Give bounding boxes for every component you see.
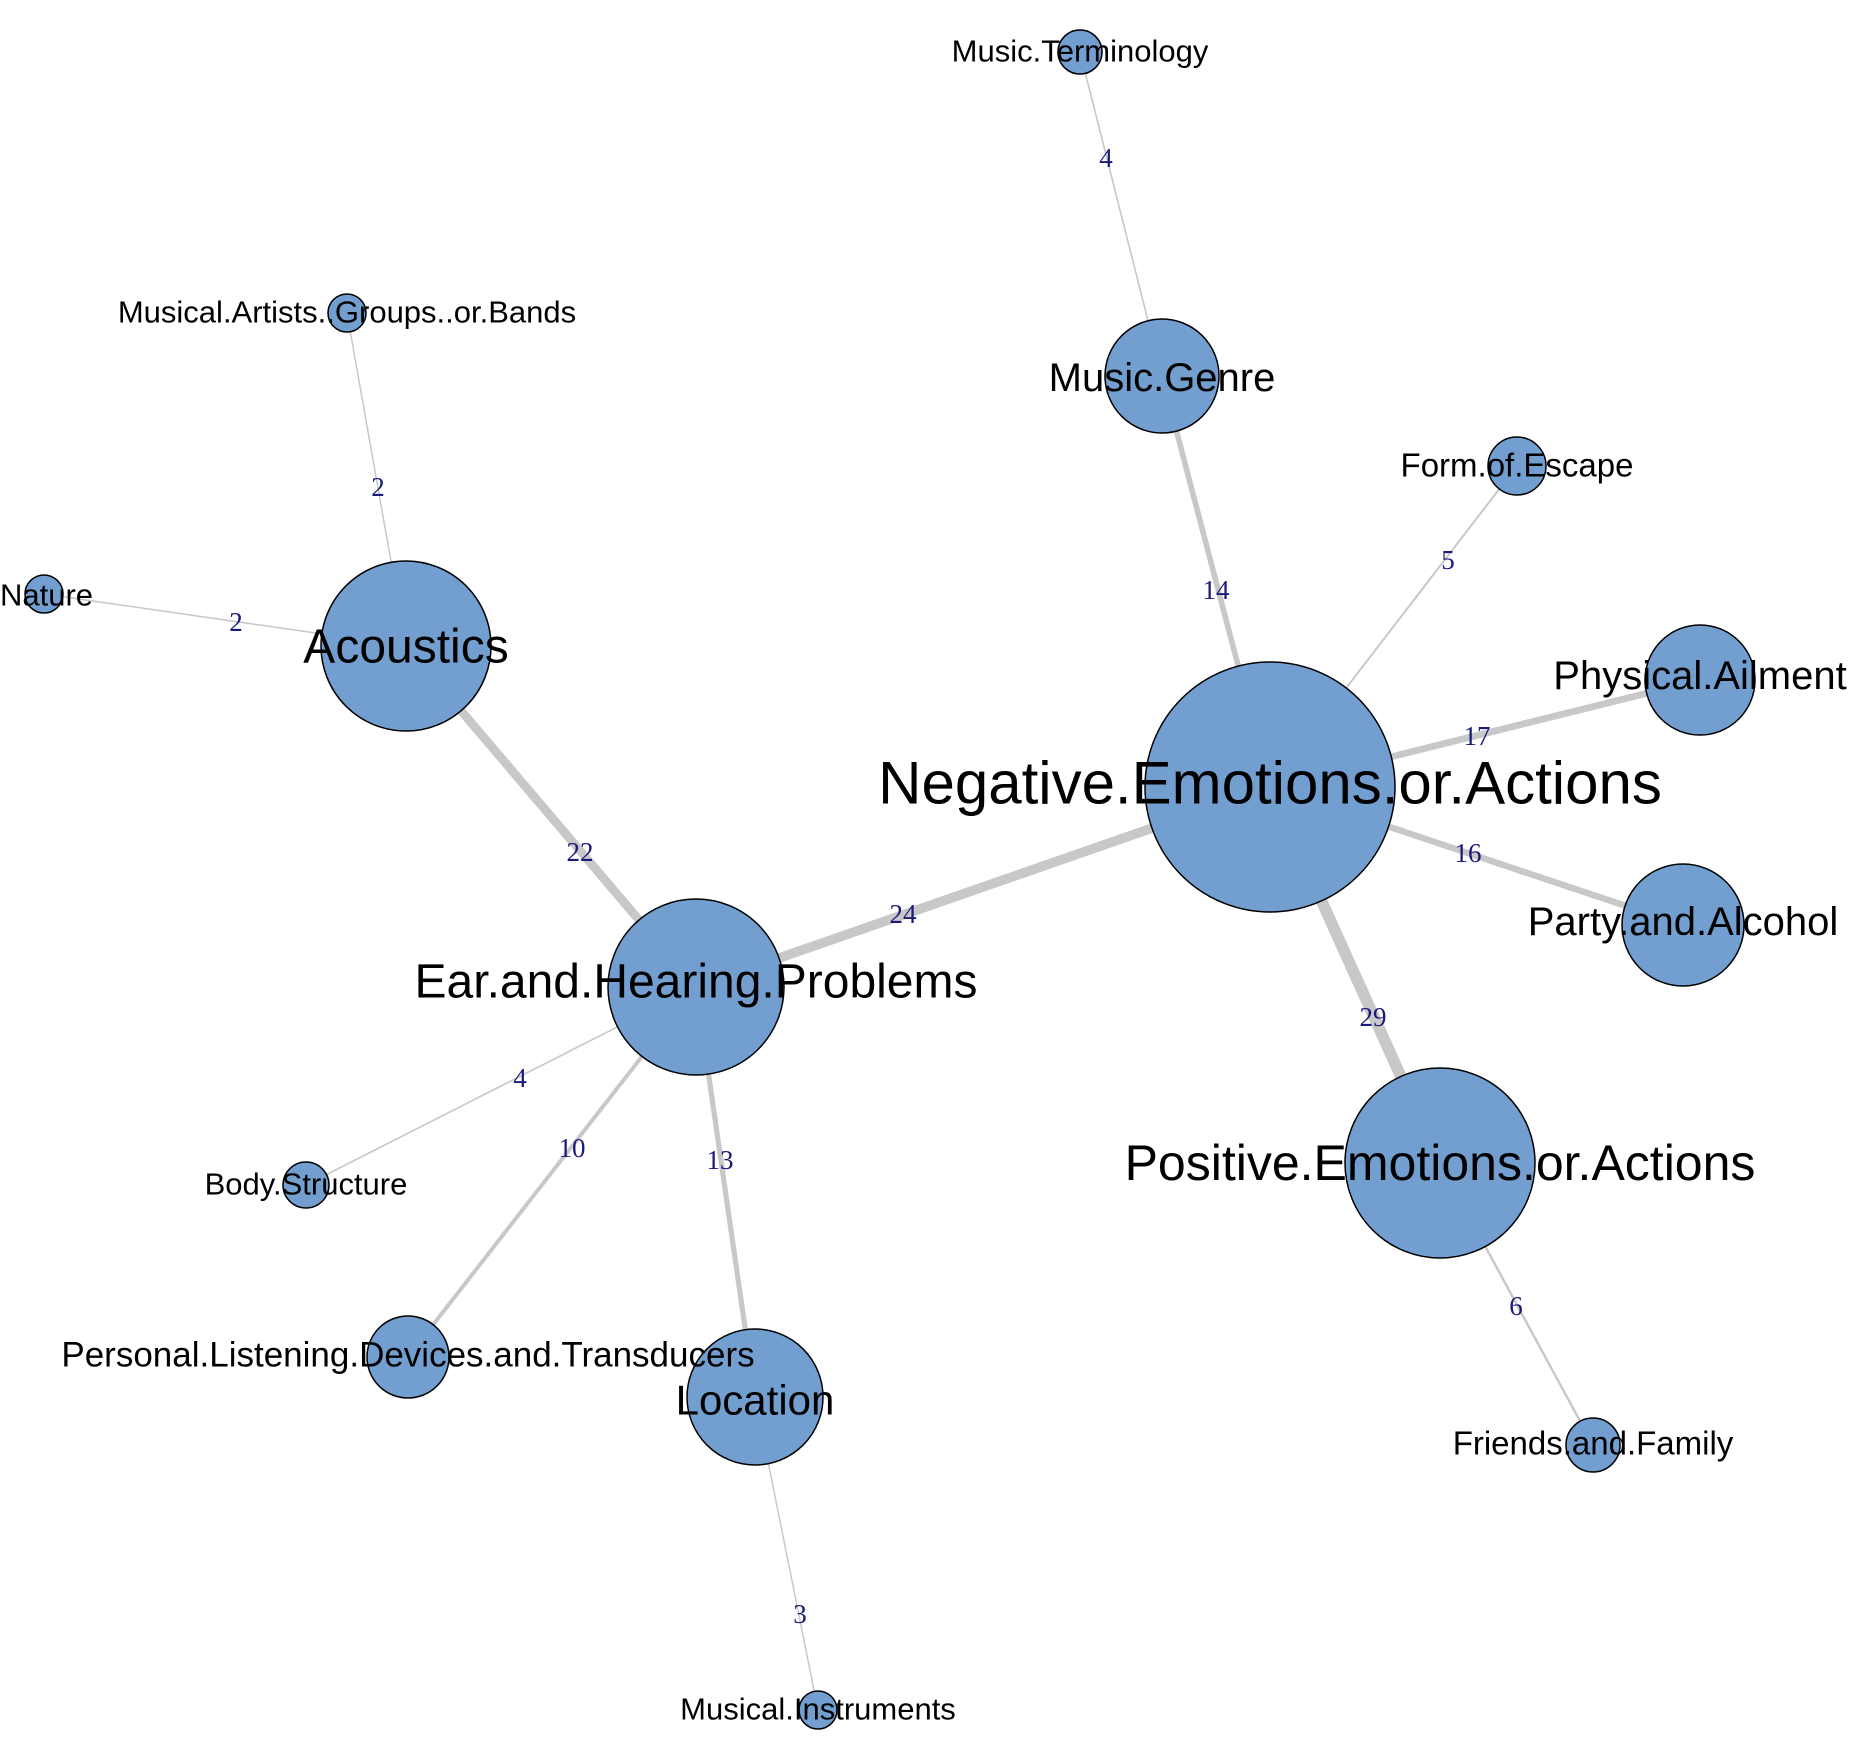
- edge-weight-label: 3: [793, 1599, 807, 1629]
- edge-weight-label: 13: [707, 1145, 734, 1175]
- node-label-aco: Acoustics: [303, 621, 508, 674]
- node-mag: [327, 293, 367, 333]
- edge-weight-label: 4: [513, 1063, 527, 1093]
- node-label-pea: Positive.Emotions.or.Actions: [1125, 1135, 1756, 1191]
- node-label-pld: Personal.Listening.Devices.and.Transduce…: [61, 1336, 754, 1375]
- node-min: [798, 1690, 838, 1730]
- edge-weight-label: 2: [371, 472, 385, 502]
- node-label-foe: Form.of.Escape: [1401, 447, 1634, 484]
- edge-weight-label: 22: [567, 837, 594, 867]
- node-label-phy: Physical.Ailment: [1553, 654, 1846, 698]
- node-label-fam: Friends.and.Family: [1453, 1425, 1734, 1462]
- node-pld: [366, 1315, 450, 1399]
- node-label-ehp: Ear.and.Hearing.Problems: [415, 956, 978, 1009]
- node-mge: [1104, 318, 1220, 434]
- edge-weight-label: 16: [1455, 838, 1482, 868]
- node-label-paa: Party.and.Alcohol: [1528, 900, 1839, 944]
- edge-weight-label: 14: [1203, 575, 1231, 605]
- node-label-mte: Music.Terminology: [952, 34, 1209, 69]
- edge-weight-label: 6: [1509, 1291, 1523, 1321]
- node-label-mag: Musical.Artists..Groups..or.Bands: [118, 295, 576, 330]
- edge-weight-label: 2: [229, 607, 243, 637]
- node-label-min: Musical.Instruments: [680, 1692, 956, 1727]
- node-ehp: [607, 898, 785, 1076]
- node-label-bst: Body.Structure: [205, 1167, 408, 1202]
- node-nat: [24, 574, 64, 614]
- edge-weight-label: 10: [559, 1133, 586, 1163]
- node-label-nat: Nature: [0, 578, 93, 613]
- node-aco: [320, 560, 492, 732]
- node-label-nec: Negative.Emotions.or.Actions: [878, 750, 1662, 817]
- node-pea: [1344, 1067, 1536, 1259]
- node-mte: [1057, 29, 1103, 75]
- node-label-loc: Location: [676, 1377, 835, 1424]
- node-labels-layer: Negative.Emotions.or.ActionsEar.and.Hear…: [0, 34, 1847, 1727]
- nodes-layer: [24, 29, 1756, 1730]
- node-label-mge: Music.Genre: [1049, 356, 1276, 400]
- edge-weight-label: 17: [1464, 721, 1491, 751]
- edge-weight-label: 5: [1441, 545, 1455, 575]
- node-bst: [282, 1161, 330, 1209]
- edge-weight-label: 29: [1360, 1002, 1387, 1032]
- node-loc: [686, 1328, 824, 1466]
- node-paa: [1621, 863, 1745, 987]
- edge-weight-label: 24: [890, 899, 918, 929]
- node-foe: [1487, 436, 1547, 496]
- edge-weight-label: 4: [1099, 143, 1113, 173]
- node-phy: [1644, 624, 1756, 736]
- node-fam: [1565, 1417, 1621, 1473]
- node-nec: [1144, 661, 1396, 913]
